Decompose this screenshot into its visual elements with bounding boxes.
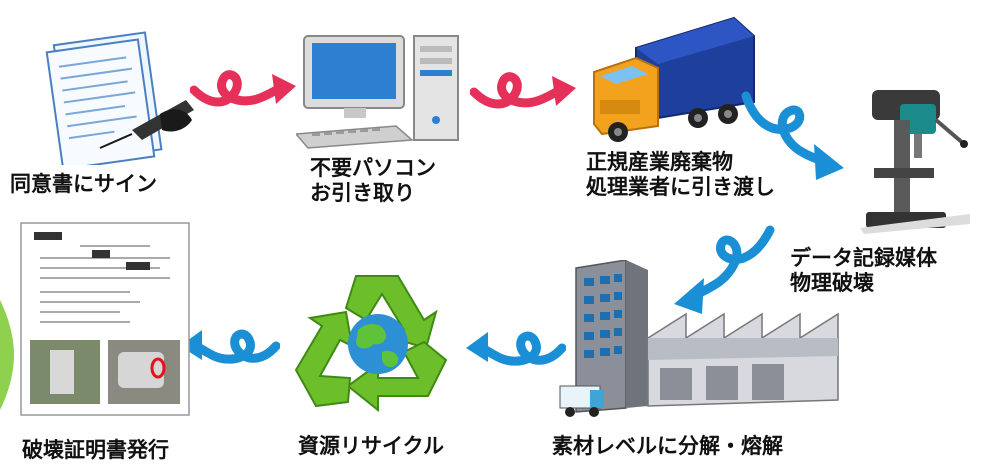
- step-destroy-line1: データ記録媒体: [790, 246, 937, 270]
- green-circle-decoration: [0, 300, 14, 410]
- flow-arrow-5: [466, 318, 566, 378]
- flow-arrow-6: [180, 316, 280, 376]
- step-pc-pickup-line1: 不要パソコン: [310, 156, 436, 180]
- desktop-pc-illustration: [296, 30, 466, 150]
- step-sign-consent-label: 同意書にサイン: [10, 172, 157, 196]
- flow-arrow-4: [670, 224, 780, 324]
- certificate-document-illustration: [20, 222, 192, 418]
- flow-arrow-3: [740, 90, 850, 190]
- step-melt-label: 素材レベルに分解・熔解: [552, 434, 783, 458]
- step-recycle-label: 資源リサイクル: [298, 434, 444, 458]
- step-destroy-label: データ記録媒体 物理破壊: [790, 246, 937, 296]
- drill-press-illustration: [860, 84, 970, 234]
- recycle-symbol-illustration: [286, 256, 476, 436]
- step-handover-line1: 正規産業廃棄物: [586, 150, 733, 174]
- flow-arrow-1: [190, 60, 300, 120]
- step-pc-pickup-line2: お引き取り: [310, 181, 415, 205]
- step-destroy-line2: 物理破壊: [790, 271, 874, 295]
- truck-illustration: [588, 14, 758, 144]
- factory-illustration: [556, 260, 846, 422]
- step-certificate-label: 破壊証明書発行: [22, 438, 169, 462]
- step-pc-pickup-label: 不要パソコン お引き取り: [310, 156, 436, 206]
- consent-document-illustration: [40, 30, 200, 165]
- flow-arrow-2: [470, 62, 582, 122]
- step-handover-line2: 処理業者に引き渡し: [586, 175, 775, 199]
- step-handover-label: 正規産業廃棄物 処理業者に引き渡し: [586, 150, 775, 200]
